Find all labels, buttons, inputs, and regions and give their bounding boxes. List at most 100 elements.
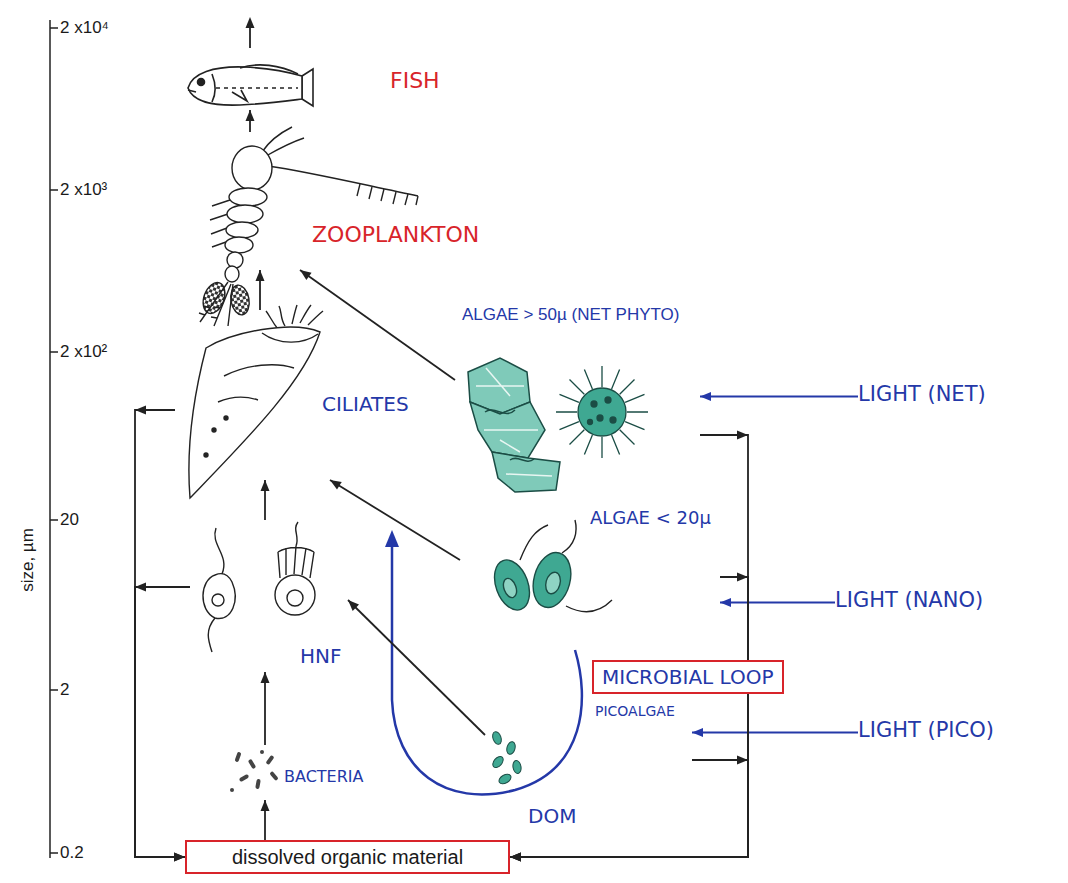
arrowhead: [261, 480, 270, 491]
connector-line: [510, 760, 748, 857]
microbial-loop-curve: [392, 544, 582, 794]
axis-tick-label: 2 x10⁴: [60, 18, 109, 38]
flow-connector: [135, 406, 185, 862]
connector-line: [135, 587, 190, 857]
flagellate-nucleus: [212, 594, 224, 606]
bacteria-figure: [230, 750, 279, 792]
flagellum: [562, 520, 576, 553]
connector-line: [720, 602, 835, 604]
arrowhead: [348, 600, 359, 611]
copepod-segment: [225, 266, 239, 282]
axis-tick: [50, 689, 58, 691]
organism-group: CILIATES: [175, 310, 430, 480]
ciliate-mouth: [262, 333, 318, 342]
flagellate-cell: [203, 574, 235, 619]
axis-tick-label: 20: [60, 510, 79, 530]
flow-connector: [135, 583, 190, 862]
egg-sac: [199, 280, 229, 317]
light-source: LIGHT (NET): [858, 382, 992, 411]
flagellum: [566, 600, 612, 612]
diatom-cell: [492, 452, 560, 492]
junction-arrowhead: [737, 431, 748, 440]
ciliate-body: [189, 327, 320, 498]
bacterium: [255, 779, 261, 790]
nanoalgae-figure: [488, 520, 612, 615]
organism-label: HNF: [300, 645, 342, 668]
highlight-box: MICROBIAL LOOP: [592, 660, 784, 694]
axis-tick: [50, 351, 58, 353]
bacterium: [265, 755, 274, 765]
pool-label: DOM: [528, 805, 576, 828]
organism-group: HNF: [190, 520, 348, 672]
organism-label: PICOALGAE: [595, 703, 675, 719]
bacterium: [248, 759, 256, 770]
nanoalga-cell: [527, 548, 576, 611]
ciliate-dot: [224, 416, 228, 420]
flagellum: [296, 522, 298, 546]
arrowhead: [720, 598, 731, 607]
fish-mouth: [188, 90, 196, 92]
flagellate-collar: [278, 546, 314, 578]
copepod-bristles: [357, 184, 418, 205]
connector-line: [692, 732, 858, 734]
flow-connector: [256, 270, 265, 310]
axis-line: [49, 20, 51, 858]
fish-fin: [232, 90, 247, 101]
organism-label: ALGAE > 50µ (NET PHYTO): [462, 305, 680, 325]
axis-tick-label: 0.2: [60, 843, 84, 863]
connector-line: [135, 410, 185, 857]
organism-group: ZOOPLANKTON: [200, 132, 520, 270]
radiolarian-spot: [605, 397, 611, 403]
radiolarian-figure: [556, 366, 648, 458]
copepod-head: [232, 146, 272, 190]
arrowhead: [174, 853, 185, 862]
bacterium: [239, 774, 250, 782]
copepod-antenna: [268, 166, 418, 196]
copepod-setae: [199, 282, 233, 326]
junction-arrowhead: [737, 573, 748, 582]
axis-tick-label: 2: [60, 680, 69, 700]
arrowhead: [261, 800, 270, 811]
ciliate-dot: [212, 428, 216, 432]
junction-arrowhead: [737, 756, 748, 765]
bacterium: [234, 752, 241, 763]
arrowhead: [330, 480, 342, 490]
arrowhead: [300, 270, 312, 280]
copepod-segment: [226, 222, 258, 238]
flow-connector: [720, 598, 835, 607]
connector-line: [510, 435, 748, 857]
picoalga-cell: [512, 760, 522, 774]
arrowhead: [510, 853, 521, 862]
flagellum: [215, 528, 224, 574]
flagellum: [208, 618, 215, 652]
flagellum: [520, 525, 548, 560]
pool-box: dissolved organic material: [185, 840, 510, 874]
bacterium: [269, 771, 278, 781]
flagellate-nucleus: [287, 590, 303, 606]
arrowhead: [700, 392, 711, 401]
radiolarian-cell: [578, 388, 626, 436]
fish-eye: [198, 79, 205, 86]
ciliate-detail: [218, 397, 258, 402]
organism-group: PICOALGAE: [485, 703, 692, 788]
picoalga-cell: [497, 772, 512, 785]
ciliate-cilia: [266, 305, 323, 329]
radiolarian-spot: [610, 417, 616, 423]
bacterium: [230, 788, 234, 792]
axis-title: size, µm: [18, 528, 38, 592]
organism-group: FISH: [180, 52, 446, 110]
junction-arrowhead: [135, 406, 146, 415]
flow-connector: [348, 600, 485, 735]
flow-connector: [300, 270, 455, 380]
copepod-segment: [225, 237, 253, 253]
light-label: LIGHT (NET): [858, 382, 986, 406]
flow-connector: [700, 392, 858, 401]
diatom-detail: [485, 410, 534, 461]
nanoalga-cell: [488, 555, 536, 615]
flow-connector: [510, 431, 748, 862]
flow-connector: [261, 480, 270, 520]
flow-connector: [261, 800, 270, 840]
junction-arrowhead: [135, 583, 146, 592]
